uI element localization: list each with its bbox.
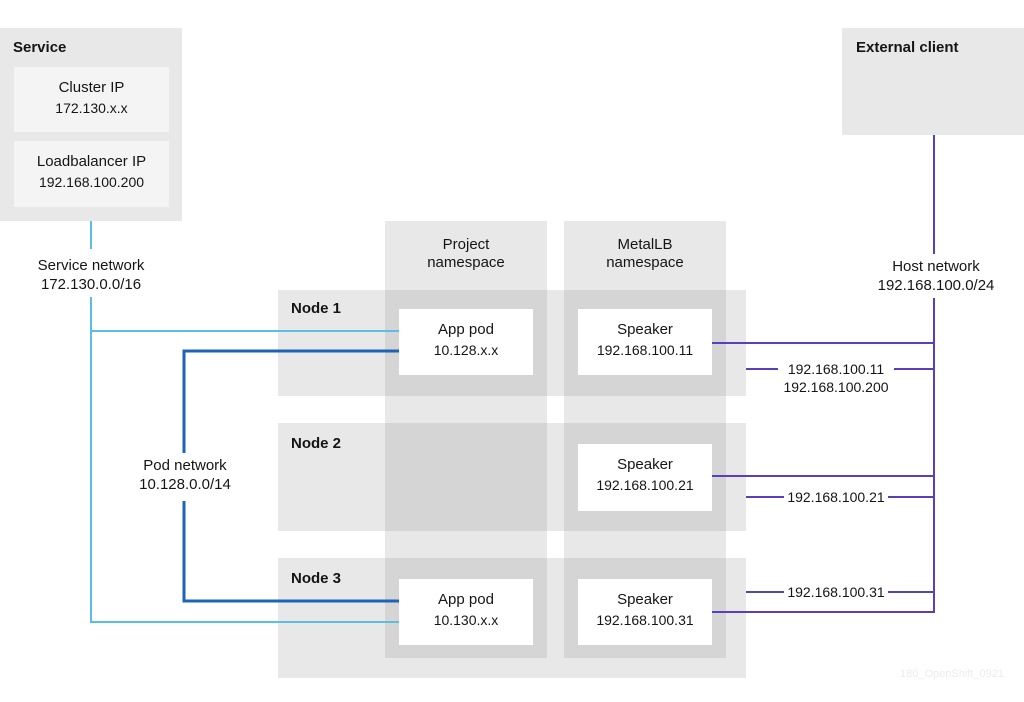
node-1-app-pod: App pod 10.128.x.x bbox=[399, 309, 533, 375]
loadbalancer-ip-value: 192.168.100.200 bbox=[38, 174, 145, 190]
node-2-title: Node 2 bbox=[291, 435, 342, 452]
node-1-title: Node 1 bbox=[291, 300, 342, 317]
host-network-line bbox=[712, 298, 935, 613]
external-client-panel bbox=[842, 28, 1024, 135]
host-network-label: Host network 192.168.100.0/24 bbox=[856, 257, 1016, 295]
app-pod-ip: 10.130.x.x bbox=[433, 612, 499, 628]
announced-ip: 192.168.100.11 bbox=[787, 361, 885, 377]
loadbalancer-ip-box: Loadbalancer IP 192.168.100.200 bbox=[14, 141, 169, 207]
project-namespace-line2: namespace bbox=[427, 254, 505, 271]
watermark: 180_OpenShift_0921 bbox=[900, 668, 1004, 680]
node-3-title: Node 3 bbox=[291, 570, 342, 587]
node-1-speaker: Speaker 192.168.100.11 bbox=[578, 309, 712, 375]
service-network-name: Service network bbox=[37, 257, 145, 274]
node-2-announced-ip: 192.168.100.21 bbox=[784, 488, 888, 506]
node-3-speaker: Speaker 192.168.100.31 bbox=[578, 579, 712, 645]
metallb-namespace-line2: namespace bbox=[606, 254, 684, 271]
app-pod-label: App pod bbox=[438, 591, 494, 608]
metallb-namespace-title: MetalLB namespace bbox=[564, 236, 726, 272]
service-network-cidr: 172.130.0.0/16 bbox=[40, 276, 142, 293]
app-pod-label: App pod bbox=[438, 321, 494, 338]
announced-ip: 192.168.100.31 bbox=[787, 584, 885, 600]
service-network-label: Service network 172.130.0.0/16 bbox=[6, 256, 176, 294]
app-pod-ip: 10.128.x.x bbox=[433, 342, 499, 358]
project-namespace-line1: Project bbox=[442, 236, 490, 253]
external-client-title: External client bbox=[856, 39, 959, 56]
node-2-project-overlap bbox=[385, 423, 547, 531]
speaker-ip: 192.168.100.31 bbox=[596, 612, 694, 628]
service-network-line bbox=[90, 297, 399, 623]
node-1-announced-ips: 192.168.100.11 192.168.100.200 bbox=[778, 360, 894, 396]
speaker-label: Speaker bbox=[617, 591, 673, 608]
host-network-cidr: 192.168.100.0/24 bbox=[877, 277, 995, 294]
pod-network-label: Pod network 10.128.0.0/14 bbox=[120, 456, 250, 494]
pod-network-name: Pod network bbox=[143, 457, 227, 474]
pod-network-line bbox=[182, 501, 399, 603]
service-title: Service bbox=[13, 39, 67, 56]
node-3-announced-ip: 192.168.100.31 bbox=[784, 583, 888, 601]
announced-ip: 192.168.100.21 bbox=[787, 489, 885, 505]
metallb-namespace-line1: MetalLB bbox=[617, 236, 673, 253]
cluster-ip-label: Cluster IP bbox=[58, 79, 125, 96]
pod-network-cidr: 10.128.0.0/14 bbox=[139, 476, 231, 493]
loadbalancer-ip-label: Loadbalancer IP bbox=[36, 153, 147, 170]
speaker-ip: 192.168.100.11 bbox=[596, 342, 694, 358]
speaker-label: Speaker bbox=[617, 456, 673, 473]
speaker-ip: 192.168.100.21 bbox=[596, 477, 694, 493]
host-network-name: Host network bbox=[892, 258, 980, 275]
speaker-label: Speaker bbox=[617, 321, 673, 338]
announced-ip: 192.168.100.200 bbox=[783, 379, 889, 395]
cluster-ip-value: 172.130.x.x bbox=[55, 100, 128, 116]
node-2-speaker: Speaker 192.168.100.21 bbox=[578, 444, 712, 511]
pod-network-line bbox=[182, 349, 399, 453]
node-3-app-pod: App pod 10.130.x.x bbox=[399, 579, 533, 645]
cluster-ip-box: Cluster IP 172.130.x.x bbox=[14, 67, 169, 132]
project-namespace-title: Project namespace bbox=[385, 236, 547, 272]
